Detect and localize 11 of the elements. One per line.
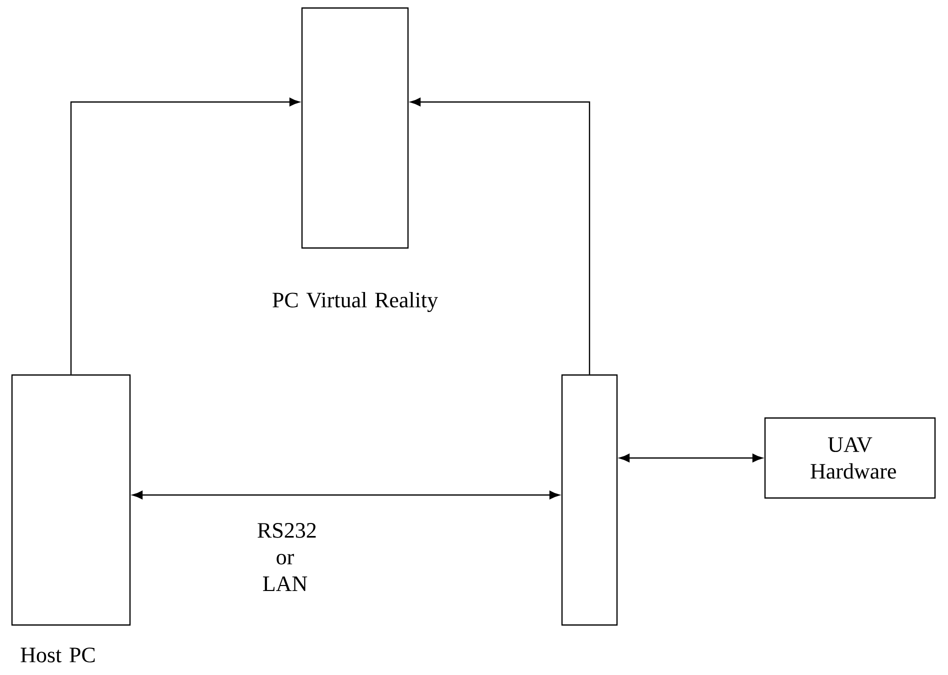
computer-box: UAV Hardware — [764, 417, 936, 499]
edge-label: RS232 or LAN — [256, 522, 316, 592]
node-label: Host PC — [20, 648, 95, 662]
computer-box: PC Virtual Reality — [272, 7, 438, 312]
arrow — [132, 490, 560, 500]
computer-box — [561, 374, 618, 626]
arrow — [619, 454, 763, 462]
computer-box: Host PC — [11, 374, 131, 662]
node-label: PC Virtual Reality — [272, 292, 438, 312]
arrow — [410, 98, 590, 374]
arrow — [70, 98, 300, 374]
